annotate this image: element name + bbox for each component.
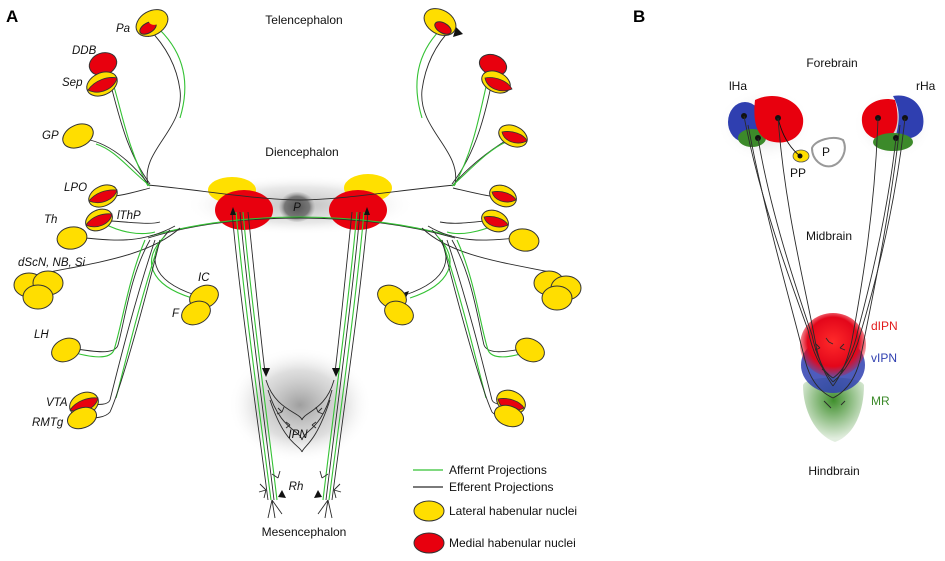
panel-b: B Forebrain lHa rHa	[633, 7, 936, 478]
p-body	[810, 137, 846, 168]
nucleus-ddb-label: DDB	[72, 45, 97, 57]
nucleus-ic-f	[181, 284, 219, 326]
nucleus-sep-label: Sep	[62, 77, 83, 89]
tract-lower	[147, 217, 456, 239]
diencephalon-label: Diencephalon	[265, 145, 338, 159]
legend-medial: Medial habenular nuclei	[449, 536, 576, 550]
nucleus-ithp	[85, 208, 113, 232]
panel-a-letter: A	[6, 7, 18, 26]
nucleus-sep	[86, 71, 118, 97]
tract-lower-aff-right	[299, 216, 453, 237]
nucleus-f-label: F	[172, 308, 180, 320]
hindbrain-label: Hindbrain	[808, 464, 859, 478]
nucleus-lpo-label: LPO	[64, 182, 87, 194]
legend-afferent: Affernt Projections	[449, 463, 547, 477]
right-habenula-b	[861, 95, 924, 151]
left-medial-habenula	[215, 190, 273, 230]
right-habenula	[329, 174, 392, 230]
telencephalon-label: Telencephalon	[265, 13, 342, 27]
midbrain-label: Midbrain	[806, 229, 852, 243]
nucleus-lh	[51, 337, 81, 363]
left-nuclei: Pa DDB Sep GP LPO	[13, 9, 219, 430]
ipn-fibers	[265, 379, 335, 453]
forebrain-label: Forebrain	[806, 56, 857, 70]
left-habenula	[208, 177, 273, 230]
nucleus-pa-label: Pa	[116, 23, 130, 35]
nucleus-ic-label: IC	[198, 272, 210, 284]
rha-label: rHa	[916, 79, 936, 93]
legend-efferent: Efferent Projections	[449, 480, 554, 494]
legend-lateral: Lateral habenular nuclei	[449, 504, 577, 518]
panel-a: A Telencephalon Diencephalon Mesencephal…	[6, 7, 582, 554]
nucleus-th	[56, 226, 88, 250]
nucleus-rmtg	[66, 406, 98, 430]
nucleus-lh-label: LH	[34, 329, 49, 341]
left-habenula-b	[728, 96, 804, 147]
dipn-label: dIPN	[871, 319, 898, 333]
nucleus-vta-label: VTA	[46, 397, 68, 409]
rh-fibers	[258, 470, 342, 519]
nucleus-th-label: Th	[44, 214, 57, 226]
mr-label: MR	[871, 394, 890, 408]
right-medial-habenula	[329, 190, 387, 230]
rha-blue	[893, 95, 924, 139]
vipn-label: vIPN	[871, 351, 897, 365]
nucleus-gp	[62, 123, 94, 149]
nucleus-pa	[135, 9, 169, 37]
descending-tracts	[230, 207, 370, 501]
mr-region	[803, 377, 864, 442]
nucleus-dscn-label: dScN, NB, Si	[18, 257, 86, 269]
tract-upper	[147, 184, 456, 201]
pp-label: PP	[790, 166, 806, 180]
rh-label: Rh	[289, 481, 304, 493]
dipn-region	[800, 313, 866, 377]
nucleus-lpo	[88, 184, 118, 208]
nucleus-rmtg-label: RMTg	[32, 417, 64, 429]
mesencephalon-label: Mesencephalon	[262, 525, 347, 539]
nucleus-dscn	[13, 270, 64, 310]
nucleus-ithp-label: lThP	[117, 210, 141, 222]
pp-p-group: P PP	[777, 117, 846, 180]
ipn-label: IPN	[288, 429, 308, 441]
rha-green	[873, 133, 913, 151]
fasciculus-retroflexus	[743, 115, 906, 409]
legend: Affernt Projections Efferent Projections…	[413, 463, 577, 554]
right-nuclei	[377, 8, 582, 428]
p-label: P	[822, 145, 830, 159]
pineal-label: P	[293, 202, 301, 214]
legend-medial-swatch	[413, 532, 445, 554]
legend-lateral-swatch	[413, 500, 445, 522]
panel-b-letter: B	[633, 7, 645, 26]
nucleus-gp-label: GP	[42, 130, 59, 142]
lha-label: lHa	[729, 79, 747, 93]
